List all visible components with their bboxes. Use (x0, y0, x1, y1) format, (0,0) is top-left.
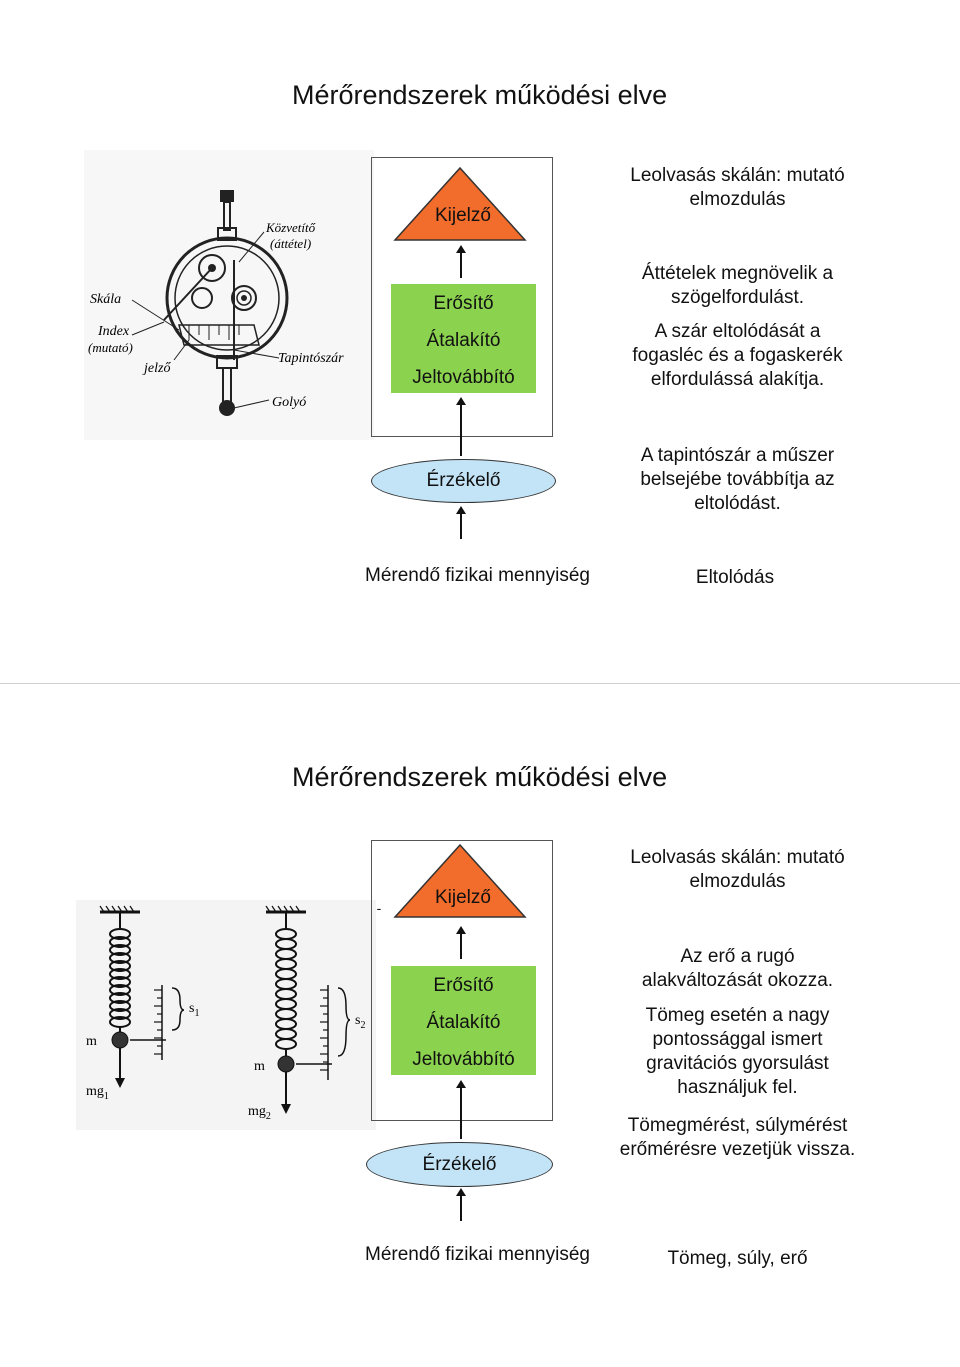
ball-tip (219, 400, 235, 416)
dial-gauge-illustration: Közvetítő (áttétel) Skála Index (mutató)… (84, 150, 374, 440)
slide-title: Mérőrendszerek működési elve (292, 762, 668, 792)
spring-scale-illustration: m mg1 s1 m mg2 s2 (76, 900, 376, 1130)
measured-quantity-label: Mérendő fizikai mennyiség (365, 565, 590, 586)
arrow-up (456, 1080, 466, 1139)
label-skala: Skála (90, 292, 121, 307)
svg-text:mg1: mg1 (86, 1084, 109, 1102)
quantity-value: Eltolódás (695, 567, 775, 588)
label-mg1: mg (86, 1084, 104, 1099)
display-triangle (393, 843, 527, 918)
stray-dash: - (376, 900, 382, 916)
sensor-label: Érzékelő (422, 1153, 497, 1175)
label-mg2: mg (248, 1104, 266, 1119)
sensor-ellipse: Érzékelő (366, 1142, 553, 1187)
arrow-up (456, 397, 466, 456)
display-triangle (393, 166, 527, 241)
svg-text:mg2: mg2 (248, 1104, 271, 1122)
converter-label: Átalakító (426, 330, 501, 351)
display-label: Kijelző (435, 887, 491, 908)
label-mass-1: m (86, 1034, 97, 1049)
arrow-up (456, 926, 466, 959)
amplifier-label: Erősítő (433, 293, 494, 314)
arrow-up (456, 245, 466, 278)
label-attetel: (áttétel) (270, 236, 311, 251)
transmitter-label: Jeltovábbító (412, 367, 515, 388)
measured-quantity-label: Mérendő fizikai mennyiség (365, 1244, 590, 1265)
label-kozvetito: Közvetítő (265, 220, 316, 235)
label-s1: s (189, 1001, 194, 1016)
processing-block: Erősítő Átalakító Jeltovábbító (391, 284, 536, 393)
label-golyo: Golyó (272, 395, 306, 410)
arrow-up (456, 1188, 466, 1221)
amplifier-label: Erősítő (433, 975, 494, 996)
label-tapintoszar: Tapintószár (278, 351, 344, 366)
converter-label: Átalakító (426, 1012, 501, 1033)
sensor-ellipse: Érzékelő (371, 459, 556, 503)
processing-block: Erősítő Átalakító Jeltovábbító (391, 966, 536, 1075)
arrow-up (456, 506, 466, 539)
label-jelzo: jelző (142, 361, 171, 376)
quantity-value: Tömeg, súly, erő (667, 1248, 808, 1269)
label-index: Index (97, 324, 130, 339)
sensor-label: Érzékelő (426, 470, 501, 491)
svg-text:s1: s1 (189, 1001, 199, 1019)
display-label: Kijelző (435, 205, 491, 226)
svg-text:s2: s2 (355, 1013, 365, 1031)
gauge-cap (220, 190, 234, 202)
dial-outer (165, 236, 289, 360)
slide-title: Mérőrendszerek működési elve (292, 80, 668, 110)
slide-divider (0, 683, 960, 684)
label-s2: s (355, 1013, 360, 1028)
label-mutato: (mutató) (88, 340, 133, 355)
transmitter-label: Jeltovábbító (412, 1049, 515, 1070)
label-mass-2: m (254, 1059, 265, 1074)
